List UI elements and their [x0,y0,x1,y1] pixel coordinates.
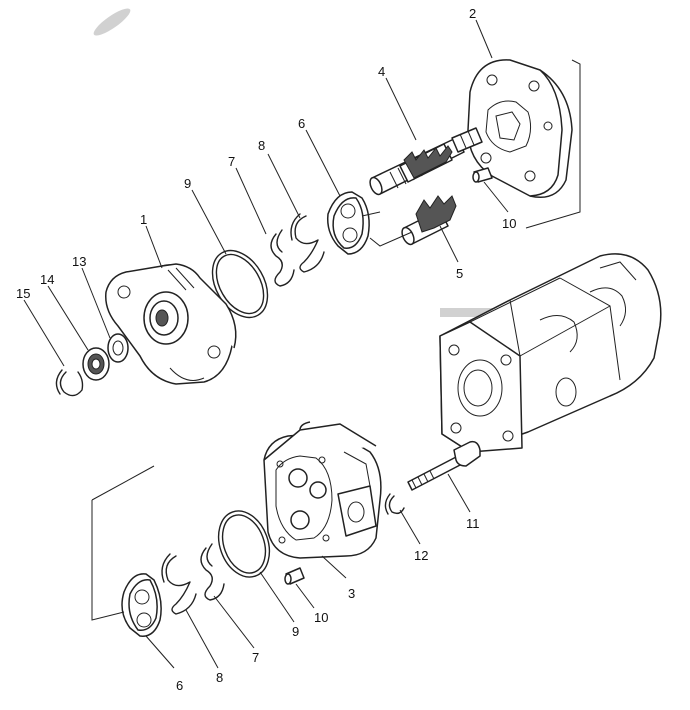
smudge-marks [93,8,500,317]
part-6-bushing-plate-lower [121,573,162,637]
callout-8-upper: 8 [258,138,265,153]
part-10-dowel-pin-lower [284,567,305,585]
callout-10-upper: 10 [502,216,516,231]
part-5-driven-gear [401,195,457,246]
part-7-seal-ring-lower [200,543,225,601]
part-14-oil-seal [82,347,110,381]
callout-9-lower: 9 [292,624,299,639]
callout-8-lower: 8 [216,670,223,685]
part-8-backup-ring-upper [290,213,325,273]
part-6-bushing-plate-upper [326,191,370,255]
callout-5: 5 [456,266,463,281]
part-3-gear-housing [263,421,382,559]
callout-13: 13 [72,254,86,269]
callout-9-upper: 9 [184,176,191,191]
callout-7-upper: 7 [228,154,235,169]
callout-1: 1 [140,212,147,227]
part-2-rear-cover [467,59,573,198]
callout-10-lower: 10 [314,610,328,625]
part-15-snap-ring [55,369,84,397]
callout-2: 2 [469,6,476,21]
callout-4: 4 [378,64,385,79]
callout-14: 14 [40,272,54,287]
part-13-washer [107,333,129,363]
part-10-dowel-pin-upper [472,167,493,183]
assembled-pump [439,253,662,453]
callout-labels: 1 2 3 4 5 6 6 7 7 8 8 9 9 10 10 11 12 13… [16,6,516,693]
part-11-bolt [407,440,481,491]
callout-6-lower: 6 [176,678,183,693]
callout-7-lower: 7 [252,650,259,665]
callout-11: 11 [466,516,480,531]
part-4-drive-shaft [369,127,483,196]
part-1-front-housing [105,263,237,385]
callout-3: 3 [348,586,355,601]
part-9-o-ring-lower [217,510,271,578]
leader-lines [23,19,509,669]
callout-15: 15 [16,286,30,301]
part-12-spring-washer [384,493,405,515]
assembly-lines [91,59,581,621]
callout-12: 12 [414,548,428,563]
part-7-seal-ring-upper [270,229,295,287]
callout-6-upper: 6 [298,116,305,131]
part-8-backup-ring-lower [161,553,197,615]
part-9-o-ring-upper [211,249,269,319]
